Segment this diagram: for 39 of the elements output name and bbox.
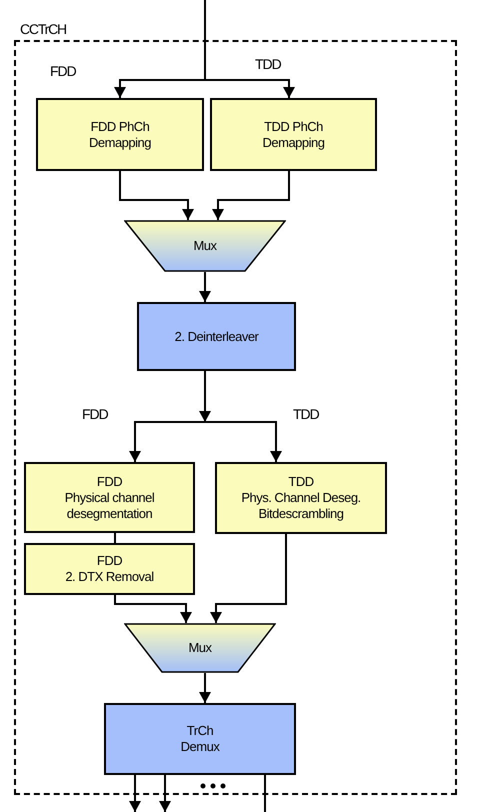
connector-line [264, 775, 266, 812]
branch-label: FDD [82, 406, 108, 422]
box-label: FDD [96, 553, 122, 569]
arrow [129, 421, 206, 462]
arrow [129, 775, 141, 812]
frame-title: CCTrCH [20, 20, 66, 38]
arrow [199, 272, 211, 302]
process-box [24, 462, 195, 533]
box-label: TDD [288, 474, 314, 490]
box-label: FDD [96, 474, 122, 490]
arrow [199, 673, 211, 703]
box-label: 2. Deinterleaver [174, 328, 258, 344]
box-label: Phys. Channel Deseg. Bitdescrambling [240, 490, 362, 522]
box-label: Mux [193, 238, 217, 254]
process-box [210, 98, 377, 171]
box-label: FDD PhCh Demapping [88, 118, 152, 150]
process-box [104, 703, 296, 775]
mux-trapezoid [124, 623, 276, 673]
box-label: 2. DTX Removal [65, 569, 154, 585]
branch-label: TDD [255, 56, 281, 72]
arrow [204, 421, 282, 462]
process-box [24, 543, 195, 595]
arrow [159, 775, 171, 812]
connector-line [114, 533, 116, 543]
box-label: TrCh Demux [180, 723, 220, 755]
arrow [199, 371, 211, 422]
arrow [114, 595, 192, 623]
process-box [215, 462, 387, 534]
arrow [212, 171, 290, 220]
box-label: TDD PhCh Demapping [262, 118, 326, 150]
process-box [36, 98, 204, 171]
arrow [119, 171, 194, 220]
branch-label: TDD [293, 406, 319, 422]
process-box [137, 302, 296, 371]
arrow [210, 534, 287, 623]
box-label: Mux [188, 640, 212, 656]
box-label: Physical channel desegmentation [64, 490, 156, 522]
branch-label: FDD [50, 63, 76, 79]
mux-trapezoid [124, 220, 286, 272]
